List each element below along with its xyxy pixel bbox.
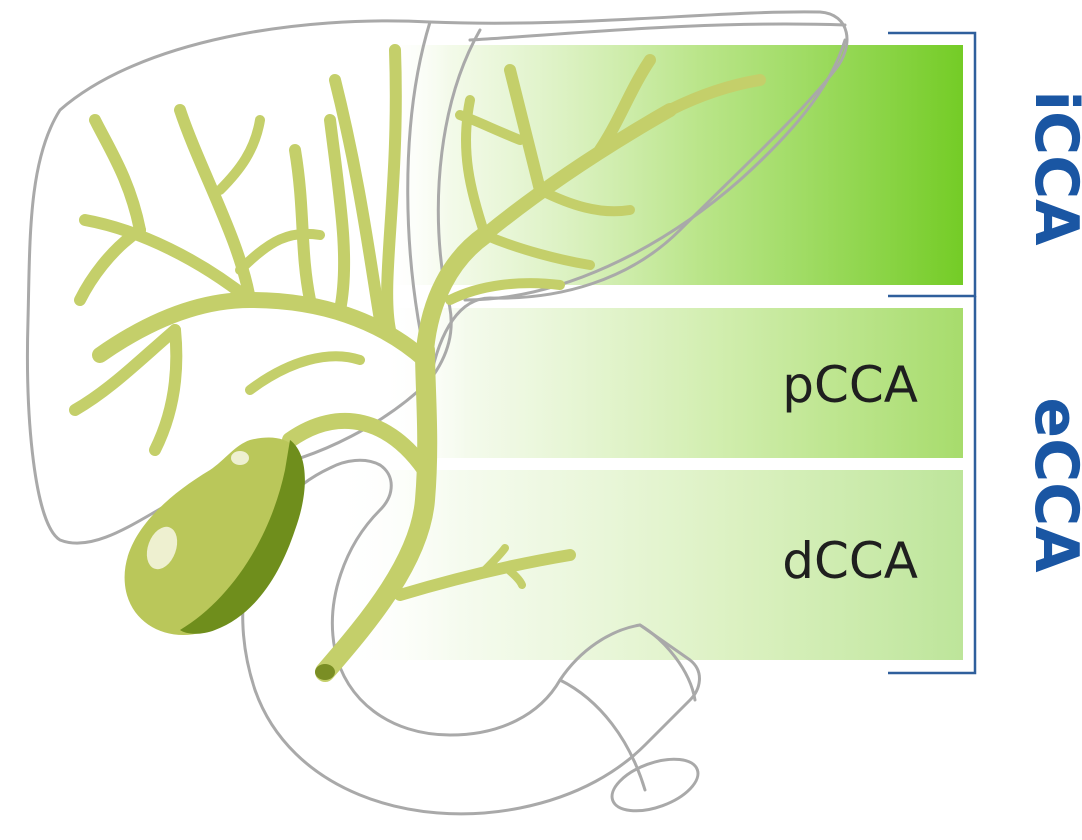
duct-opening	[315, 664, 335, 680]
ecca-group-label: eCCA	[1021, 397, 1082, 573]
gallbladder-icon	[125, 437, 305, 635]
icca-group-label: iCCA	[1021, 90, 1082, 246]
dcca-label: dCCA	[782, 532, 918, 590]
pcca-label: pCCA	[782, 356, 918, 414]
